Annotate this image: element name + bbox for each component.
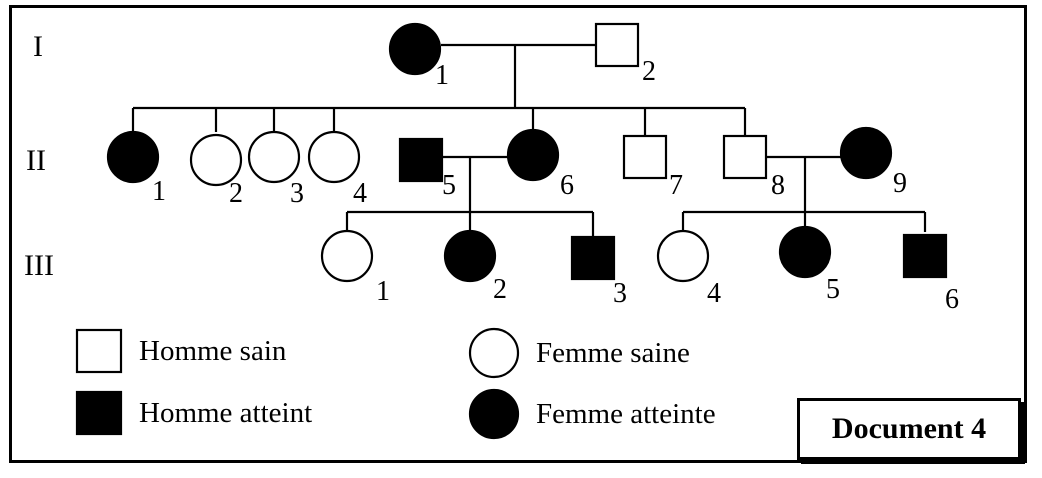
legend-affected-male-icon	[75, 390, 123, 436]
legend-affected-female-icon	[468, 388, 520, 440]
individual-II-8-male-healthy-symbol	[722, 134, 768, 180]
legend-affected-female-label: Femme atteinte	[536, 398, 716, 430]
label-I-1: 1	[435, 60, 449, 91]
individual-II-1-female-affected-symbol	[106, 130, 160, 184]
label-III-6: 6	[945, 284, 959, 315]
legend-affected-male-label: Homme atteint	[139, 397, 312, 429]
individual-I-1-female-affected-symbol	[388, 22, 442, 76]
generation-label-I: I	[33, 30, 43, 63]
legend-healthy-female-label: Femme saine	[536, 337, 690, 369]
individual-III-4-female-healthy-symbol	[656, 229, 710, 283]
label-II-5: 5	[442, 170, 456, 201]
individual-III-3-male-affected-symbol	[570, 235, 616, 281]
generation-label-III: III	[24, 249, 54, 282]
label-II-8: 8	[771, 170, 785, 201]
legend: Homme sain Homme atteint Femme saine Fem…	[75, 327, 716, 440]
document-label: Document 4	[797, 398, 1021, 460]
label-II-1: 1	[152, 176, 166, 207]
individual-II-4-female-healthy-symbol	[307, 130, 361, 184]
label-II-6: 6	[560, 170, 574, 201]
individual-II-9-female-affected-symbol	[839, 126, 893, 180]
label-II-3: 3	[290, 178, 304, 209]
label-III-3: 3	[613, 278, 627, 309]
label-I-2: 2	[642, 56, 656, 87]
label-II-9: 9	[893, 168, 907, 199]
label-III-4: 4	[707, 278, 721, 309]
legend-healthy-male-icon	[75, 328, 123, 374]
individual-II-7-male-healthy-symbol	[622, 134, 668, 180]
individual-III-2-female-affected-symbol	[443, 229, 497, 283]
individual-III-5-female-affected-symbol	[778, 225, 832, 279]
individual-III-1-female-healthy-symbol	[320, 229, 374, 283]
label-III-5: 5	[826, 274, 840, 305]
label-II-2: 2	[229, 178, 243, 209]
label-III-2: 2	[493, 274, 507, 305]
figure-frame	[9, 5, 1027, 463]
label-III-1: 1	[376, 276, 390, 307]
legend-healthy-female-icon	[468, 327, 520, 379]
label-II-7: 7	[669, 170, 683, 201]
individual-II-6-female-affected-symbol	[506, 128, 560, 182]
individual-III-6-male-affected-symbol	[902, 233, 948, 279]
label-II-4: 4	[353, 178, 367, 209]
individual-II-3-female-healthy-symbol	[247, 130, 301, 184]
individual-II-2-female-healthy-symbol	[189, 133, 243, 187]
individual-II-5-male-affected-symbol	[398, 137, 444, 183]
individual-I-2-male-healthy-symbol	[594, 22, 640, 68]
pedigree-lines	[131, 43, 927, 236]
pedigree-individuals	[106, 22, 948, 283]
generation-label-II: II	[26, 144, 46, 177]
legend-healthy-male-label: Homme sain	[139, 335, 287, 367]
individual-labels: 1 2 1 2 3 4 5 6 7 8 9 1 2 3 4 5 6	[152, 56, 959, 315]
